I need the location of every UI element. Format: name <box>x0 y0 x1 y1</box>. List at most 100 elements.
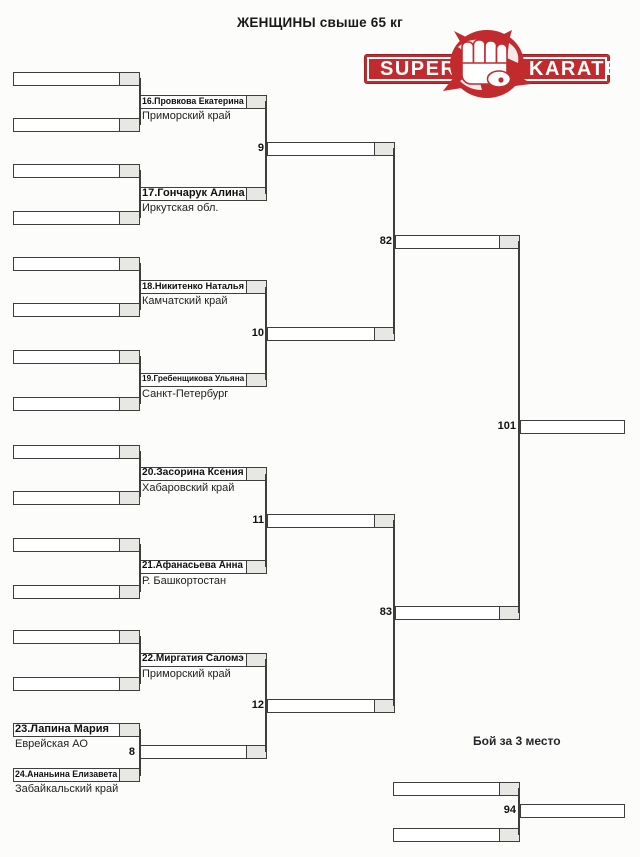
page-title: ЖЕНЩИНЫ свыше 65 кг <box>237 15 403 30</box>
entrant-box-21: 21.Афанасьева Анна <box>140 560 267 574</box>
match-number-83: 83 <box>379 606 392 618</box>
score-cell <box>246 374 266 386</box>
logo-word-karate: KARATE <box>529 58 620 80</box>
connector <box>393 520 395 706</box>
connector <box>139 78 141 125</box>
match-number-94: 94 <box>503 804 516 816</box>
match-number-8: 8 <box>128 746 135 758</box>
score-cell <box>246 654 266 666</box>
round1-slot-2 <box>13 118 140 132</box>
connector <box>518 241 520 613</box>
round1-slot-1 <box>13 72 140 86</box>
match-82-winner-slot <box>395 235 520 249</box>
score-cell <box>246 468 266 480</box>
score-cell <box>119 398 139 410</box>
match-number-12: 12 <box>251 699 264 711</box>
score-cell <box>246 746 266 758</box>
match-11-winner-slot <box>267 514 395 528</box>
connector <box>139 263 141 310</box>
region-label-23: Еврейская АО <box>15 738 88 750</box>
score-cell <box>374 515 394 527</box>
third-place-slot-2 <box>393 828 520 842</box>
super-karate-logo: SUPER KARATE <box>362 28 618 100</box>
match-9-winner-slot <box>267 142 395 156</box>
region-label-24: Забайкальский край <box>15 783 119 795</box>
region-label-19: Санкт-Петербург <box>142 388 229 400</box>
match-number-10: 10 <box>251 327 264 339</box>
entrant-box-16: 16.Провкова Екатерина <box>140 95 267 109</box>
round1-slot-8 <box>13 397 140 411</box>
connector <box>139 636 141 684</box>
round1-slot-6 <box>13 303 140 317</box>
region-label-21: Р. Башкортостан <box>142 575 227 587</box>
connector <box>265 474 267 567</box>
score-cell <box>499 607 519 619</box>
round1-slot-9 <box>13 445 140 459</box>
entrant-box-24: 24.Ананьина Елизавета <box>13 768 140 782</box>
score-cell <box>374 700 394 712</box>
score-cell <box>119 119 139 131</box>
fist-globe-icon <box>443 30 531 98</box>
connector <box>518 788 520 835</box>
score-cell <box>119 769 139 781</box>
score-cell <box>246 281 266 293</box>
round1-slot-5 <box>13 257 140 271</box>
entrant-box-18: 18.Никитенко Наталья <box>140 280 267 294</box>
score-cell <box>119 631 139 643</box>
match-12-winner-slot <box>267 699 395 713</box>
region-label-16: Приморский край <box>142 110 231 122</box>
connector <box>393 148 395 334</box>
round1-slot-3 <box>13 164 140 178</box>
score-cell <box>119 165 139 177</box>
match-8-winner-slot <box>140 745 267 759</box>
round1-slot-11 <box>13 538 140 552</box>
score-cell <box>499 236 519 248</box>
entrant-box-22: 22.Миргатия Саломэ <box>140 653 267 667</box>
connector <box>265 659 267 752</box>
score-cell <box>119 492 139 504</box>
score-cell <box>246 96 266 108</box>
score-cell <box>119 212 139 224</box>
entrant-box-20: 20.Засорина Ксения <box>140 467 267 481</box>
round1-slot-4 <box>13 211 140 225</box>
round1-slot-7 <box>13 350 140 364</box>
connector <box>139 356 141 404</box>
region-label-18: Камчатский край <box>142 295 228 307</box>
logo-word-super: SUPER <box>380 58 457 80</box>
region-label-22: Приморский край <box>142 668 231 680</box>
connector <box>139 544 141 592</box>
round1-slot-12 <box>13 585 140 599</box>
score-cell <box>374 143 394 155</box>
score-cell <box>246 188 266 200</box>
match-number-9: 9 <box>257 142 264 154</box>
score-cell <box>119 539 139 551</box>
third-place-heading: Бой за 3 место <box>473 734 561 748</box>
score-cell <box>499 783 519 795</box>
third-place-slot-1 <box>393 782 520 796</box>
region-label-17: Иркутская обл. <box>142 202 219 214</box>
round1-slot-14 <box>13 677 140 691</box>
match-number-82: 82 <box>379 235 392 247</box>
connector <box>265 101 267 194</box>
round1-slot-13 <box>13 630 140 644</box>
match-number-11: 11 <box>252 514 264 526</box>
score-cell <box>119 73 139 85</box>
score-cell <box>119 678 139 690</box>
final-winner-slot <box>520 420 625 434</box>
score-cell <box>119 446 139 458</box>
connector <box>139 729 141 776</box>
entrant-box-19: 19.Гребенщикова Ульяна <box>140 373 267 387</box>
region-label-20: Хабаровский край <box>142 482 235 494</box>
score-cell <box>246 561 266 573</box>
match-number-101: 101 <box>497 420 516 432</box>
score-cell <box>119 304 139 316</box>
score-cell <box>119 351 139 363</box>
connector <box>139 170 141 218</box>
round1-slot-10 <box>13 491 140 505</box>
match-83-winner-slot <box>395 606 520 620</box>
third-place-winner-slot <box>520 804 625 818</box>
score-cell <box>499 829 519 841</box>
connector <box>265 287 267 380</box>
entrant-box-23: 23.Лапина Мария <box>13 723 140 737</box>
